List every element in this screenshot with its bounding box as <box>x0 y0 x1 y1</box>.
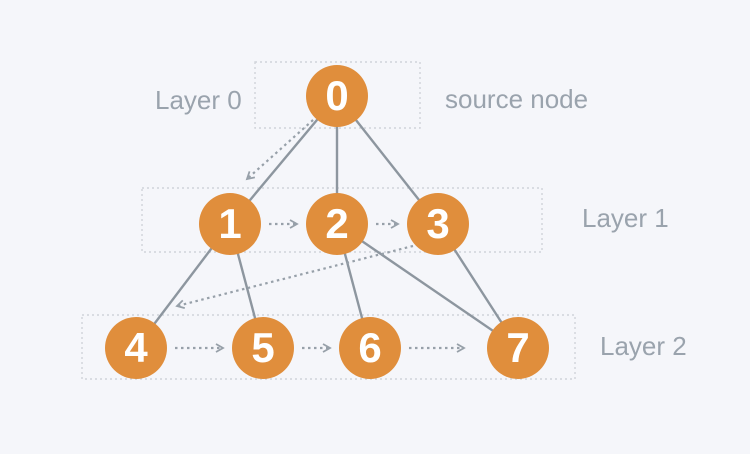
traversal-arrow-3-4 <box>175 244 414 310</box>
source-node-label: source node <box>445 84 589 114</box>
layer-boxes <box>81 61 576 380</box>
node-4: 4 <box>105 317 167 379</box>
node-6: 6 <box>339 317 401 379</box>
layer-1-label: Layer 1 <box>582 203 669 233</box>
layer-box-2 <box>81 314 576 380</box>
layer-2-label: Layer 2 <box>600 331 687 361</box>
layer-box-1 <box>141 187 543 253</box>
traversal-arrows <box>175 111 466 353</box>
node-3: 3 <box>407 193 469 255</box>
edge-2-7 <box>336 223 519 349</box>
node-7: 7 <box>487 317 549 379</box>
traversal-arrow-0-1 <box>245 111 323 181</box>
node-5: 5 <box>232 317 294 379</box>
node-0: 0 <box>306 65 368 127</box>
node-1: 1 <box>199 193 261 255</box>
layer-0-label: Layer 0 <box>155 85 242 115</box>
node-2: 2 <box>306 193 368 255</box>
